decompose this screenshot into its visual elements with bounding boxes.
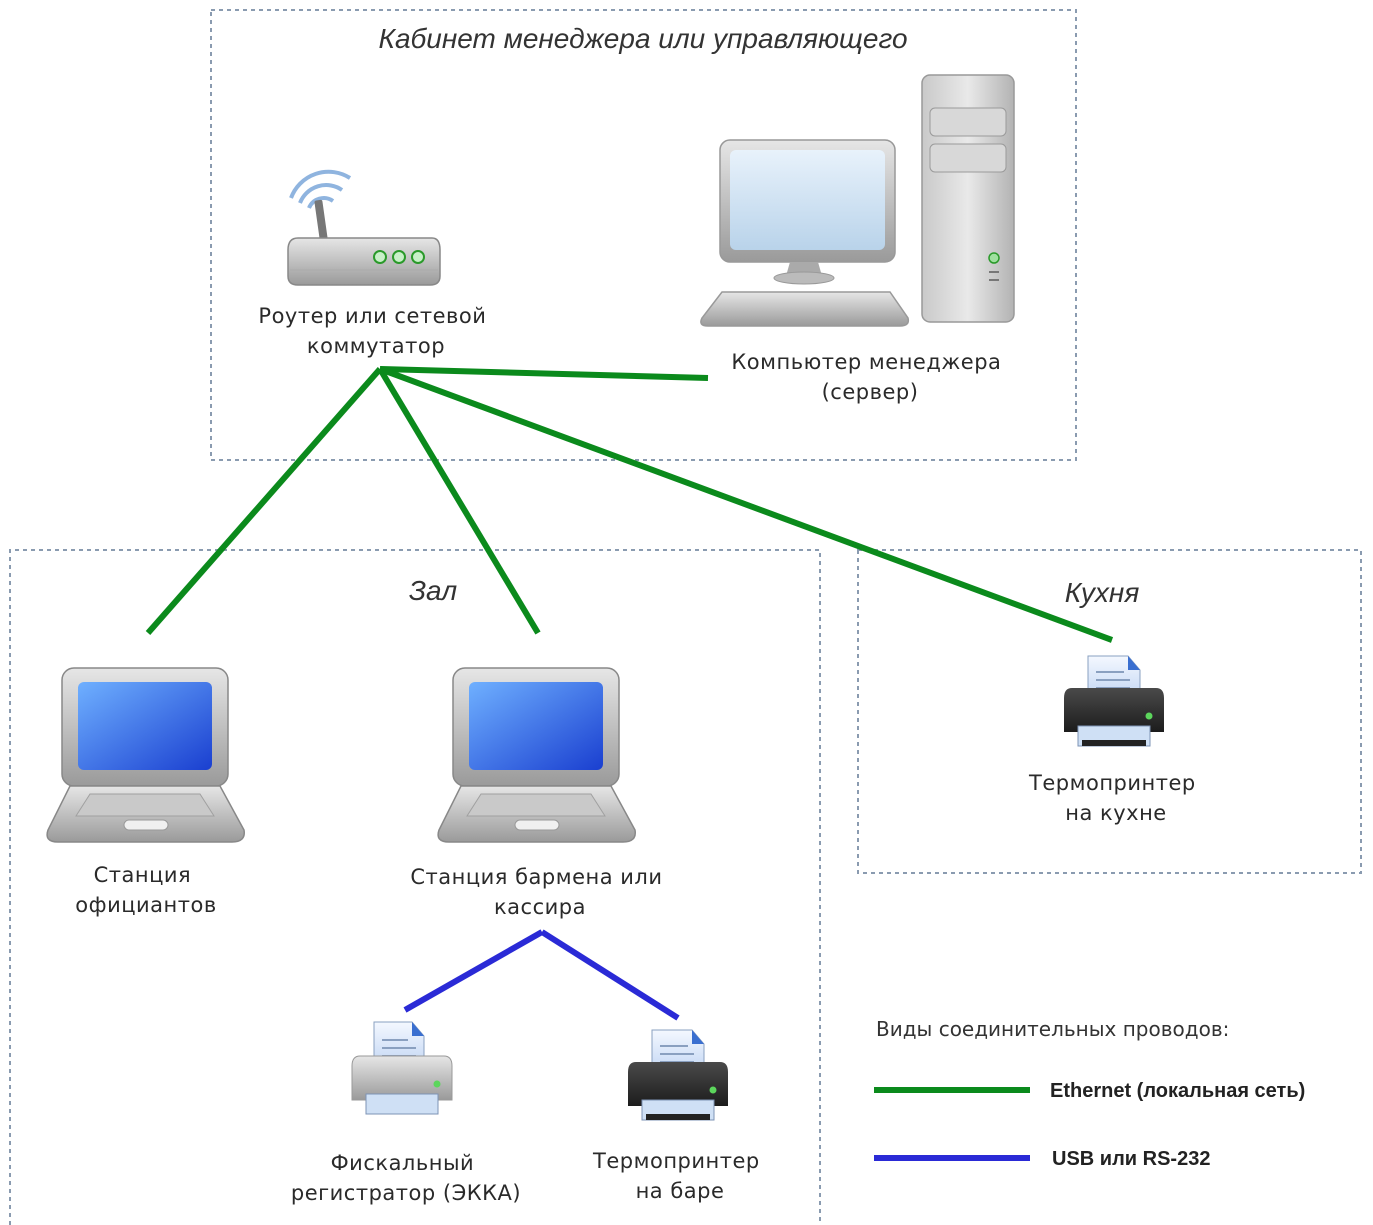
legend-usb-label: USB или RS-232: [1052, 1148, 1210, 1170]
usb-bartender-fiscal: [403, 929, 544, 1013]
zone-kitchen: Кухня: [857, 549, 1362, 874]
waiters-laptop-icon: [46, 667, 245, 843]
ethernet-router-server: [379, 366, 709, 381]
bar-printer-icon: [628, 1029, 728, 1121]
waiters-label: Станция официантов: [75, 863, 216, 917]
zone-hall: Зал: [9, 549, 821, 1225]
bar-printer-label: Термопринтер на баре: [592, 1149, 767, 1203]
ethernet-router-waiters: [145, 367, 383, 635]
bartender-label: Станция бармена или кассира: [410, 865, 669, 919]
server-label: Компьютер менеджера (сервер): [731, 350, 1008, 404]
bartender-laptop-icon: [437, 667, 636, 843]
router-icon: [287, 169, 441, 286]
ethernet-connections: [145, 366, 1114, 643]
zone-office-title: Кабинет менеджера или управляющего: [378, 23, 907, 54]
kitchen-printer-label: Термопринтер на кухне: [1028, 771, 1203, 825]
ethernet-router-kitchen: [378, 366, 1114, 643]
legend: Виды соединительных проводов: Ethernet (…: [874, 1017, 1305, 1170]
legend-title: Виды соединительных проводов:: [876, 1017, 1229, 1041]
usb-bartender-printer: [540, 929, 680, 1021]
usb-connections: [403, 929, 680, 1021]
fiscal-registrar-icon: [351, 1021, 453, 1115]
fiscal-label: Фискальный регистратор (ЭККА): [291, 1151, 521, 1205]
router-label: Роутер или сетевой коммутатор: [258, 304, 493, 358]
zone-office: Кабинет менеджера или управляющего: [210, 9, 1077, 461]
zone-kitchen-title: Кухня: [1065, 577, 1140, 608]
ethernet-router-bartender: [377, 367, 541, 635]
server-computer-icon: [700, 74, 1015, 327]
legend-ethernet-label: Ethernet (локальная сеть): [1050, 1080, 1305, 1102]
kitchen-printer-icon: [1064, 655, 1164, 747]
zone-hall-title: Зал: [409, 575, 457, 606]
